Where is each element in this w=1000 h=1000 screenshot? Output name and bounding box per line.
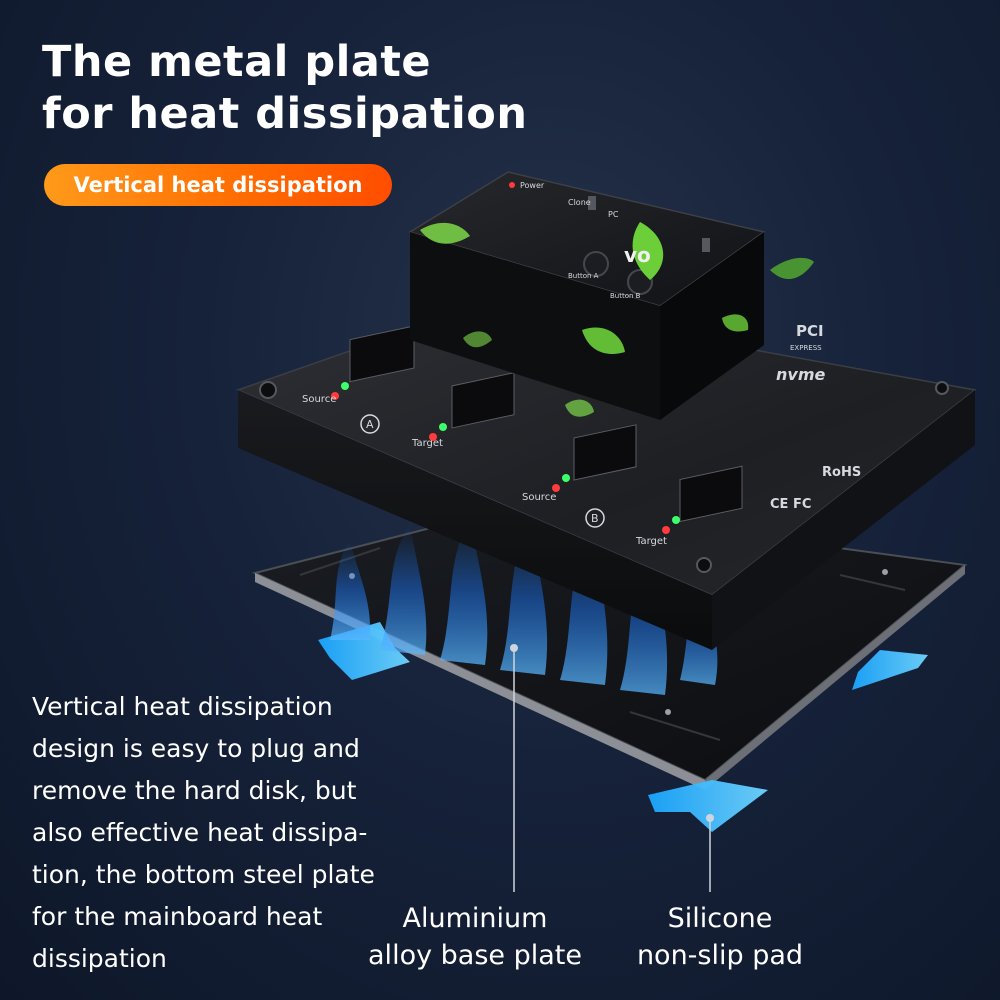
source-label-b: Source	[522, 492, 556, 503]
button-a-label: Button A	[568, 272, 599, 280]
control-box	[408, 171, 766, 420]
pcie-logo: PCI	[796, 322, 824, 340]
headline: The metal plate for heat dissipation	[42, 36, 527, 140]
feature-badge: Vertical heat dissipation	[44, 164, 392, 206]
headline-line-1: The metal plate	[42, 37, 432, 87]
callout-lines	[510, 644, 714, 892]
aluminium-callout: Aluminium alloy base plate	[355, 900, 595, 974]
silicone-callout-line-2: non-slip pad	[636, 940, 804, 971]
express-logo: EXPRESS	[790, 344, 822, 352]
feature-badge-label: Vertical heat dissipation	[73, 173, 363, 197]
slot-a-marker: A	[366, 418, 374, 431]
m2-slots	[331, 325, 743, 534]
silicone-callout: Silicone non-slip pad	[620, 900, 820, 974]
pc-label: PC	[608, 210, 619, 219]
power-label: Power	[520, 181, 545, 190]
rohs-logo: RoHS	[822, 465, 861, 480]
headline-line-2: for heat dissipation	[42, 89, 528, 139]
aluminium-callout-line-1: Aluminium	[402, 903, 548, 934]
button-b-label: Button B	[610, 292, 641, 300]
description-text: Vertical heat dissipation design is easy…	[32, 692, 375, 973]
ce-fc-logo: CE FC	[770, 497, 811, 512]
source-label-a: Source	[302, 394, 336, 405]
nvme-logo: nvme	[776, 365, 825, 384]
aluminium-callout-line-2: alloy base plate	[368, 940, 582, 971]
silicone-callout-line-1: Silicone	[667, 903, 773, 934]
target-label-a: Target	[411, 438, 443, 449]
slot-b-marker: B	[591, 512, 599, 525]
clone-label: Clone	[568, 198, 591, 207]
leaf-icons	[420, 222, 814, 417]
device-labels: Power Clone PC vo Button A Button B Sour…	[302, 181, 861, 547]
brand-logo: vo	[624, 243, 651, 267]
target-label-b: Target	[635, 536, 667, 547]
